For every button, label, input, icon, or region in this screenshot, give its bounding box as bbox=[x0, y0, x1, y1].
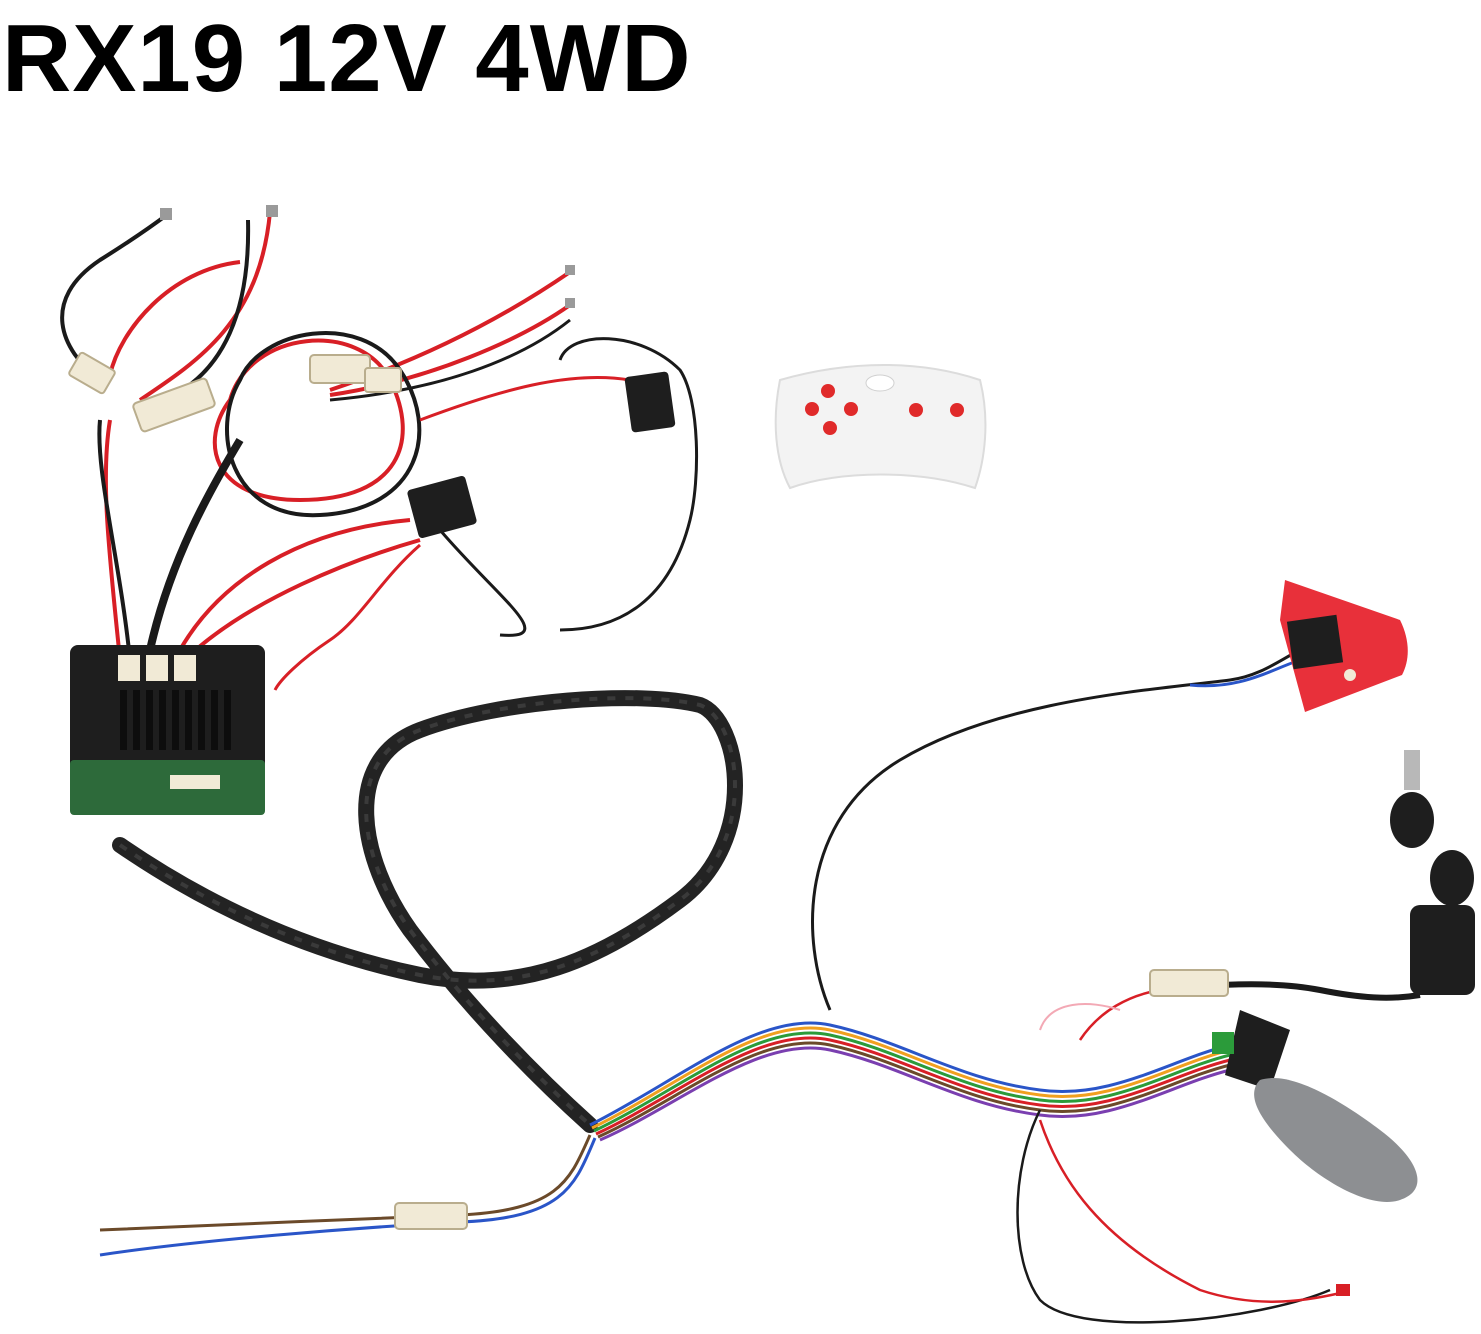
gear-shifter bbox=[1212, 1010, 1418, 1202]
motor-wires bbox=[60, 205, 699, 691]
ignition-key-switch bbox=[1390, 750, 1475, 995]
remote-control bbox=[774, 364, 987, 490]
product-title: RX19 12V 4WD bbox=[2, 5, 692, 112]
power-switch bbox=[1280, 580, 1408, 712]
controller-box bbox=[70, 645, 265, 815]
wire-harness bbox=[99, 648, 1421, 1324]
